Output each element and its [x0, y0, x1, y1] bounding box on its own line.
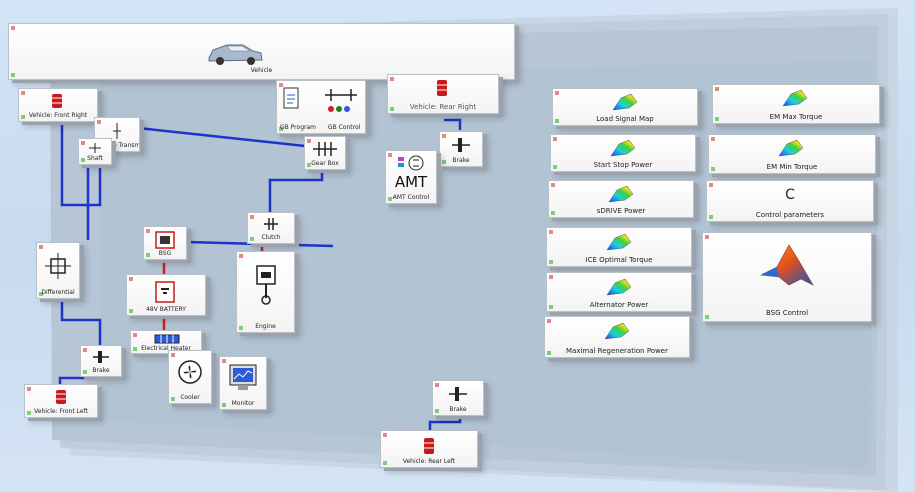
control-parameters-label: Control parameters — [755, 211, 825, 219]
bsg-motor-icon — [155, 231, 175, 249]
engine-block[interactable]: Engine — [236, 251, 295, 333]
amt-control-block[interactable]: AMT AMT Control — [385, 150, 437, 204]
brake-front-left-block[interactable]: Brake — [80, 345, 122, 377]
ice-optimal-torque-block[interactable]: ICE Optimal Torque — [546, 227, 692, 267]
gb-control-text: GB Control — [327, 124, 361, 131]
vehicle-rear-left-block[interactable]: Vehicle: Rear Left — [380, 430, 478, 468]
surface-map-icon — [782, 89, 808, 107]
vehicle-front-left-label: Vehicle: Front Left — [34, 408, 88, 415]
monitor-icon — [229, 364, 257, 390]
vehicle-block[interactable]: Vehicle — [8, 23, 515, 80]
vehicle-label: Vehicle — [250, 67, 273, 74]
shaft-icon — [113, 123, 121, 139]
differential-block[interactable]: Differential — [36, 242, 80, 299]
amt-control-label: AMT Control — [392, 194, 430, 201]
surface-map-icon — [606, 278, 632, 296]
surface-map-icon — [610, 139, 636, 157]
alternator-power-label: Alternator Power — [589, 301, 649, 309]
wheel-icon — [52, 94, 62, 108]
start-stop-power-label: Start Stop Power — [593, 161, 653, 169]
gearbox-icon — [313, 142, 337, 156]
gear-box-block[interactable]: Gear Box — [304, 136, 346, 170]
brake-rear-left-label: Brake — [449, 406, 467, 413]
wheel-icon — [424, 438, 434, 454]
cooler-label: Cooler — [180, 394, 200, 401]
monitor-block[interactable]: Monitor — [219, 356, 267, 410]
vehicle-rear-right-label: Vehicle: Rear Right — [409, 103, 477, 111]
shaft-block[interactable]: Shaft — [78, 138, 112, 165]
shaft-label: Shaft — [87, 155, 103, 162]
bsg-control-block[interactable]: BSG Control — [702, 232, 872, 322]
clutch-icon — [264, 218, 278, 230]
fan-icon — [178, 360, 202, 384]
em-min-torque-block[interactable]: EM Min Torque — [708, 134, 876, 174]
clutch-block[interactable]: Clutch — [247, 212, 295, 244]
brake-icon — [93, 351, 109, 363]
car-icon — [208, 44, 263, 65]
bsg-block[interactable]: BSG — [143, 226, 187, 260]
amt-text: AMT — [394, 173, 428, 191]
engine-piston-icon — [256, 265, 276, 305]
electrical-heater-block[interactable]: Electrical Heater — [130, 330, 202, 354]
wheel-icon — [437, 80, 447, 96]
vehicle-rear-right-block[interactable]: Vehicle: Rear Right — [387, 74, 499, 114]
brake-icon — [449, 387, 467, 401]
alternator-power-block[interactable]: Alternator Power — [546, 272, 692, 312]
gear-box-label: Gear Box — [311, 160, 339, 167]
start-stop-power-block[interactable]: Start Stop Power — [550, 134, 696, 172]
control-parameters-block[interactable]: C Control parameters — [706, 180, 874, 222]
amt-gear-icon — [398, 155, 424, 171]
em-min-torque-label: EM Min Torque — [766, 163, 818, 171]
surface-map-icon — [604, 322, 630, 340]
surface-map-icon — [778, 139, 804, 157]
vehicle-front-right-block[interactable]: Vehicle: Front Right — [18, 88, 98, 122]
monitor-label: Monitor — [231, 400, 255, 407]
heater-icon — [154, 334, 180, 344]
gb-program-label: GB Program GB Control — [277, 124, 365, 131]
cooler-block[interactable]: Cooler — [168, 350, 212, 404]
em-max-torque-block[interactable]: EM Max Torque — [712, 84, 880, 124]
wheel-icon — [56, 390, 66, 404]
electrical-heater-label: Electrical Heater — [141, 345, 191, 352]
sdrive-power-label: sDRIVE Power — [596, 207, 646, 215]
shaft-icon — [89, 143, 101, 153]
load-signal-map-block[interactable]: Load Signal Map — [552, 88, 698, 126]
brake-rear-left-block[interactable]: Brake — [432, 380, 484, 416]
constant-icon: C — [785, 187, 795, 203]
load-signal-map-label: Load Signal Map — [596, 115, 654, 123]
bsg-label: BSG — [158, 250, 172, 257]
sdrive-power-block[interactable]: sDRIVE Power — [548, 180, 694, 218]
brake-front-left-label: Brake — [92, 367, 110, 374]
brake-icon — [452, 138, 470, 152]
surface-map-icon — [608, 185, 634, 203]
max-regeneration-power-block[interactable]: Maximal Regeneration Power — [544, 316, 690, 358]
vehicle-front-right-label: Vehicle: Front Right — [28, 112, 88, 119]
engine-label: Engine — [255, 323, 276, 330]
clutch-label: Clutch — [261, 234, 281, 241]
program-icon — [283, 87, 299, 109]
em-max-torque-label: EM Max Torque — [769, 113, 823, 121]
slip-transmission-label: GB Slip Transmission — [95, 142, 139, 149]
vehicle-front-left-block[interactable]: Vehicle: Front Left — [24, 384, 98, 418]
surface-map-icon — [612, 93, 638, 111]
max-regeneration-power-label: Maximal Regeneration Power — [565, 347, 668, 355]
brake-rear-right-label: Brake — [452, 157, 470, 164]
matlab-logo-icon — [759, 244, 814, 286]
surface-map-icon — [606, 233, 632, 251]
battery-block[interactable]: 48V BATTERY — [126, 274, 206, 316]
vehicle-rear-left-label: Vehicle: Rear Left — [402, 458, 456, 465]
battery-icon — [155, 281, 175, 303]
ice-optimal-torque-label: ICE Optimal Torque — [585, 256, 653, 264]
differential-icon — [45, 253, 71, 279]
differential-label: Differential — [41, 289, 75, 296]
battery-label: 48V BATTERY — [146, 306, 186, 313]
brake-rear-right-block[interactable]: Brake — [439, 131, 483, 167]
gb-program-block[interactable]: GB Program GB Control — [276, 80, 366, 134]
gb-control-icon — [325, 89, 357, 112]
bsg-control-label: BSG Control — [765, 309, 809, 317]
gb-program-text: GB Program — [280, 124, 316, 131]
